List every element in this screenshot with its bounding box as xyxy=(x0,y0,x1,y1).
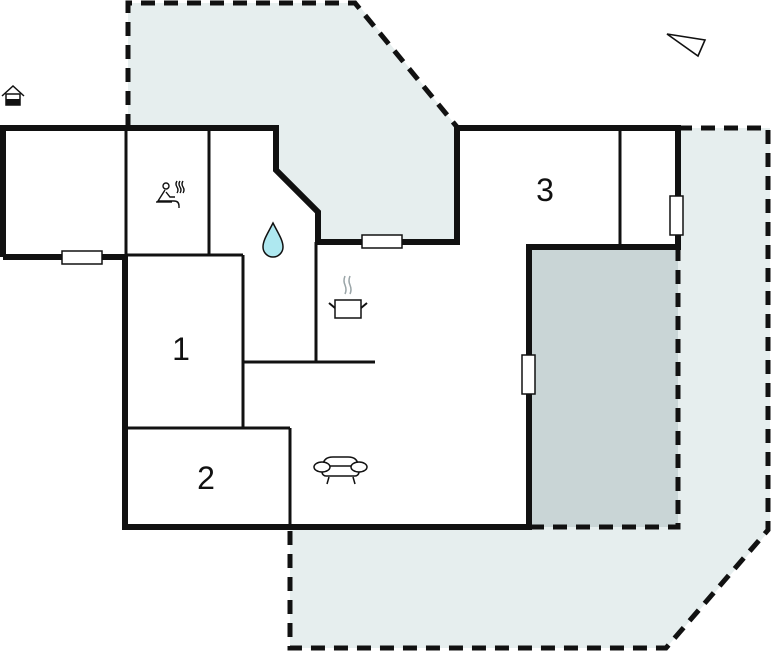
room-label-2: 2 xyxy=(197,460,215,496)
terrace-north-border xyxy=(125,0,459,129)
exterior-wall xyxy=(0,125,681,530)
window xyxy=(521,354,536,395)
interior-walls xyxy=(124,128,622,527)
window xyxy=(669,195,684,236)
armchair-icon xyxy=(313,456,368,485)
covered-terrace xyxy=(529,247,678,527)
covered-terrace-border xyxy=(529,247,681,530)
window xyxy=(361,234,403,249)
water-drop-icon xyxy=(262,221,284,258)
entrance-house-icon xyxy=(1,84,25,106)
window xyxy=(61,250,103,265)
terrace-east-south-border xyxy=(287,125,771,651)
room-label-3: 3 xyxy=(536,172,554,208)
terrace-north xyxy=(128,3,457,242)
room-label-1: 1 xyxy=(172,331,190,367)
cooking-pot-icon xyxy=(328,275,368,319)
north-arrow-icon xyxy=(666,33,707,58)
sauna-icon xyxy=(156,180,185,208)
terrace-east-south xyxy=(290,128,770,648)
windows xyxy=(61,195,684,395)
